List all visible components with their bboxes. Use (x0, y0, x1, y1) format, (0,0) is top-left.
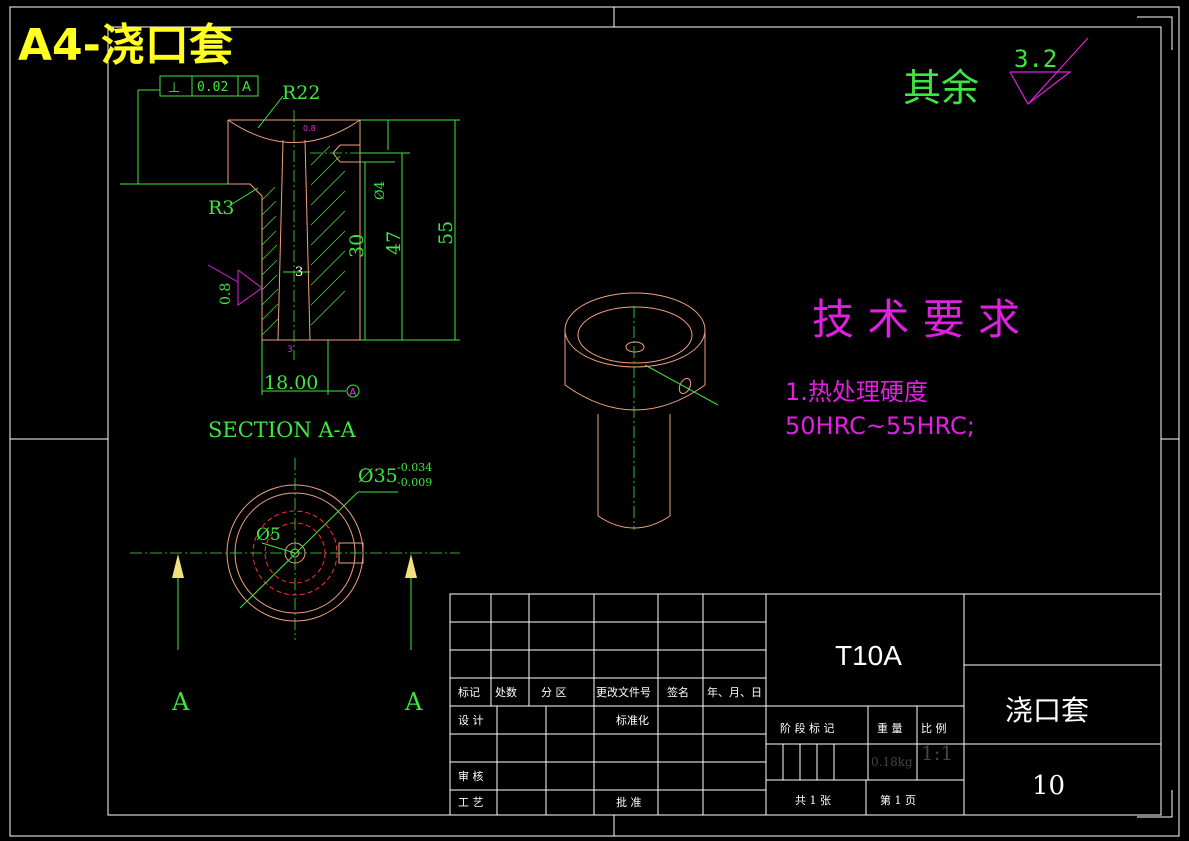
stage-mark-label: 阶 段 标 记 (780, 721, 835, 735)
dim-18: 18.00 (264, 372, 318, 394)
tolerance-value: 0.02 (197, 80, 228, 95)
scale-value: 1:1 (921, 741, 953, 765)
dim-d35-lower: -0.009 (397, 476, 432, 489)
weight-value: 0.18kg (871, 755, 913, 769)
tech-req-line1: 1.热处理硬度 (785, 378, 928, 406)
header-date: 年、月、日 (707, 685, 762, 699)
label-process: 工 艺 (458, 796, 484, 809)
label-standard: 标准化 (616, 713, 649, 727)
header-mark: 标记 (458, 685, 480, 699)
dim-55: 55 (435, 221, 457, 245)
header-zone: 分 区 (541, 686, 567, 699)
section-label: SECTION A-A (208, 418, 357, 442)
dim-47: 47 (383, 231, 405, 255)
drawing-number: 10 (1032, 771, 1065, 801)
weight-label: 重 量 (877, 721, 903, 735)
label-design: 设 计 (458, 714, 484, 727)
header-change-doc: 更改文件号 (596, 685, 651, 699)
roughness-08-icon (207, 264, 263, 306)
dim-d35-upper: -0.034 (397, 461, 432, 474)
roughness-other-label: 其余 (903, 66, 979, 110)
dim-d5: Ø5 (256, 525, 281, 545)
sheet-title: A4-浇口套 (18, 20, 233, 71)
dim-small-1: 0.8 (303, 124, 316, 133)
arrow-label-right: A (404, 688, 423, 716)
datum-a: A (349, 386, 357, 399)
outer-frame (9, 6, 1180, 837)
dim-roughness-08: 0.8 (218, 283, 234, 305)
isometric-view (564, 292, 719, 530)
roughness-symbol-icon (1009, 37, 1089, 105)
tech-req-line2: 50HRC~55HRC; (785, 412, 975, 440)
tolerance-symbol: ⊥ (168, 80, 180, 96)
header-count: 处数 (495, 686, 517, 699)
header-signature: 签名 (667, 685, 689, 699)
roughness-value: 3.2 (1014, 45, 1057, 73)
scale-label: 比 例 (921, 721, 947, 735)
dim-d35: Ø35 (358, 465, 398, 487)
dim-r3: R3 (208, 197, 234, 219)
section-view: ⊥ 0.02 A R22 R3 55 47 30 Ø4 3 0.8 0.8 (120, 75, 460, 442)
dim-30: 30 (346, 234, 368, 258)
tech-req-title: 技 术 要 求 (812, 295, 1020, 344)
material: T10A (835, 640, 902, 671)
label-review: 审 核 (458, 769, 484, 783)
top-view: Ø35 -0.034 -0.009 Ø5 A A (130, 458, 460, 716)
dim-r22: R22 (282, 82, 320, 104)
label-approve: 批 准 (616, 795, 642, 809)
dim-small-2: 3 (287, 345, 293, 355)
part-name: 浇口套 (1005, 694, 1089, 727)
dim-3: 3 (295, 265, 303, 280)
tolerance-datum: A (242, 80, 251, 95)
sheet-count: 共 1 张 (795, 794, 831, 807)
dim-d4: Ø4 (373, 181, 388, 200)
title-block: 标记 处数 分 区 更改文件号 签名 年、月、日 设 计 标准化 审 核 工 艺… (449, 593, 1162, 816)
arrow-label-left: A (171, 688, 190, 716)
sheet-number: 第 1 页 (880, 793, 916, 807)
